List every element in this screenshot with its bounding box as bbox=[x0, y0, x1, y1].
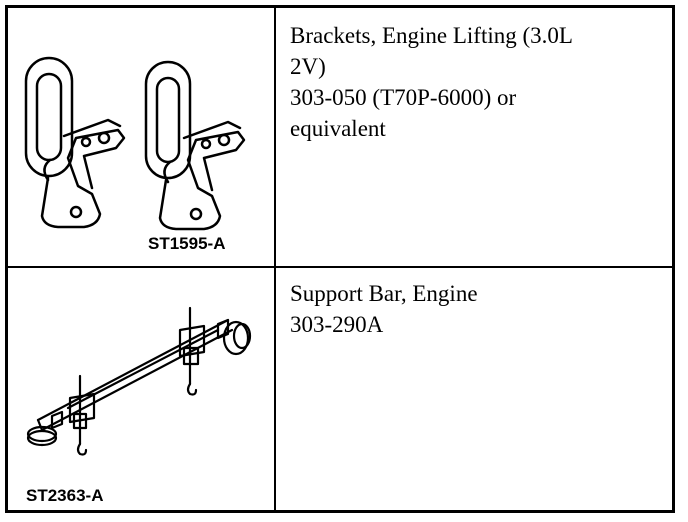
tool-row-1-description: Brackets, Engine Lifting (3.0L 2V) 303-0… bbox=[290, 20, 573, 144]
tool-part-number-line: 303-050 (T70P-6000) or bbox=[290, 85, 517, 110]
tool-part-number-line: 303-290A bbox=[290, 312, 384, 337]
engine-support-bar-icon bbox=[26, 306, 252, 456]
special-tools-table: ST1595-A Brackets, Engine Lifting (3.0L … bbox=[5, 5, 675, 513]
tool-name-line: Brackets, Engine Lifting (3.0L bbox=[290, 23, 573, 48]
column-divider bbox=[274, 8, 276, 510]
tool-name-line: Support Bar, Engine bbox=[290, 281, 478, 306]
tool-row-2-illustration-cell: ST2363-A bbox=[8, 268, 274, 510]
tool-part-number-line: equivalent bbox=[290, 116, 386, 141]
tool-row-2-description: Support Bar, Engine 303-290A bbox=[290, 278, 478, 340]
row-divider bbox=[8, 266, 672, 268]
tool-name-line: 2V) bbox=[290, 54, 326, 79]
engine-lifting-brackets-icon bbox=[24, 56, 246, 231]
figure-code-label: ST1595-A bbox=[148, 234, 226, 253]
tool-row-1-illustration-cell: ST1595-A bbox=[8, 8, 274, 266]
figure-code-label: ST2363-A bbox=[26, 486, 104, 505]
